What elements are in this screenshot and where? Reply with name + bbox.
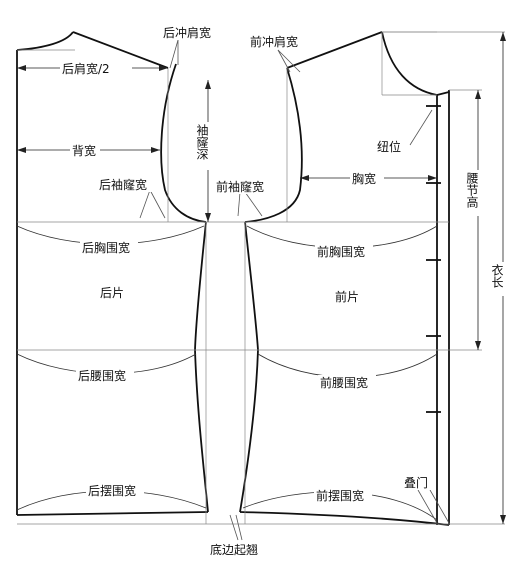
arrowhead bbox=[300, 175, 309, 181]
label-front-shoulder-slope: 前冲肩宽 bbox=[250, 34, 298, 49]
label-back-waist-girth: 后腰围宽 bbox=[78, 368, 126, 383]
leader-back-armhole bbox=[149, 189, 166, 219]
label-waist-length: 腰节高 bbox=[465, 172, 479, 209]
label-back-chest-girth: 后胸围宽 bbox=[82, 240, 130, 255]
label-front-waist-girth: 前腰围宽 bbox=[320, 375, 368, 390]
label-front-hem-girth: 前摆围宽 bbox=[316, 488, 364, 503]
arrowhead bbox=[428, 175, 437, 181]
overlap-top bbox=[436, 91, 450, 96]
leader-back-shoulder-slope bbox=[169, 39, 179, 69]
front-neckline bbox=[381, 31, 438, 96]
arrowhead bbox=[475, 90, 481, 99]
arrowhead bbox=[151, 147, 160, 153]
back-shoulder-line bbox=[72, 31, 169, 69]
front-shoulder-line bbox=[286, 31, 383, 69]
label-back-shoulder-half: 后肩宽/2 bbox=[62, 61, 110, 76]
label-hem-rise: 底边起翘 bbox=[210, 542, 258, 557]
leader-front-armhole bbox=[237, 191, 241, 217]
label-button-position: 纽位 bbox=[377, 139, 401, 154]
arrowhead bbox=[17, 65, 26, 71]
label-front-chest-girth: 前胸围宽 bbox=[317, 244, 365, 259]
label-garment-length: 衣长 bbox=[490, 263, 504, 288]
label-front-panel: 前片 bbox=[335, 289, 359, 304]
back-neckline bbox=[16, 31, 74, 51]
curve-front-waist bbox=[257, 353, 438, 378]
arrowhead bbox=[500, 32, 506, 41]
arrowhead bbox=[17, 147, 26, 153]
leader-front-shoulder-slope bbox=[277, 49, 301, 73]
label-back-panel: 后片 bbox=[100, 286, 124, 300]
leader-hem-rise bbox=[235, 514, 243, 541]
label-armhole-depth: 袖窿深 bbox=[195, 123, 209, 160]
arrowhead bbox=[475, 341, 481, 350]
label-back-shoulder-slope: 后冲肩宽 bbox=[163, 25, 211, 40]
back-hem bbox=[16, 511, 209, 516]
front-armhole-curve bbox=[244, 67, 303, 223]
leader-overlap bbox=[417, 489, 438, 524]
arrowhead bbox=[205, 213, 211, 222]
leader-front-armhole bbox=[244, 191, 263, 217]
arrowhead bbox=[205, 80, 211, 89]
back-armhole-curve bbox=[160, 63, 207, 223]
label-overlap: 叠门 bbox=[404, 475, 428, 490]
button-marks bbox=[426, 105, 441, 413]
label-back-width: 背宽 bbox=[72, 143, 96, 158]
leader-hem-rise bbox=[229, 514, 239, 541]
label-back-armhole-width: 后袖窿宽 bbox=[99, 177, 147, 192]
leader-back-armhole bbox=[139, 189, 151, 219]
leader-overlap bbox=[429, 489, 450, 524]
front-hem bbox=[239, 511, 450, 526]
arrowhead bbox=[500, 515, 506, 524]
arrowhead bbox=[159, 65, 168, 71]
leader-button-position bbox=[409, 109, 433, 146]
label-front-armhole-width: 前袖窿宽 bbox=[216, 179, 264, 194]
leader-front-shoulder-slope bbox=[277, 49, 291, 73]
label-back-hem-girth: 后摆围宽 bbox=[88, 483, 136, 498]
front-side-seam bbox=[239, 221, 259, 513]
label-chest-width: 胸宽 bbox=[352, 171, 376, 186]
